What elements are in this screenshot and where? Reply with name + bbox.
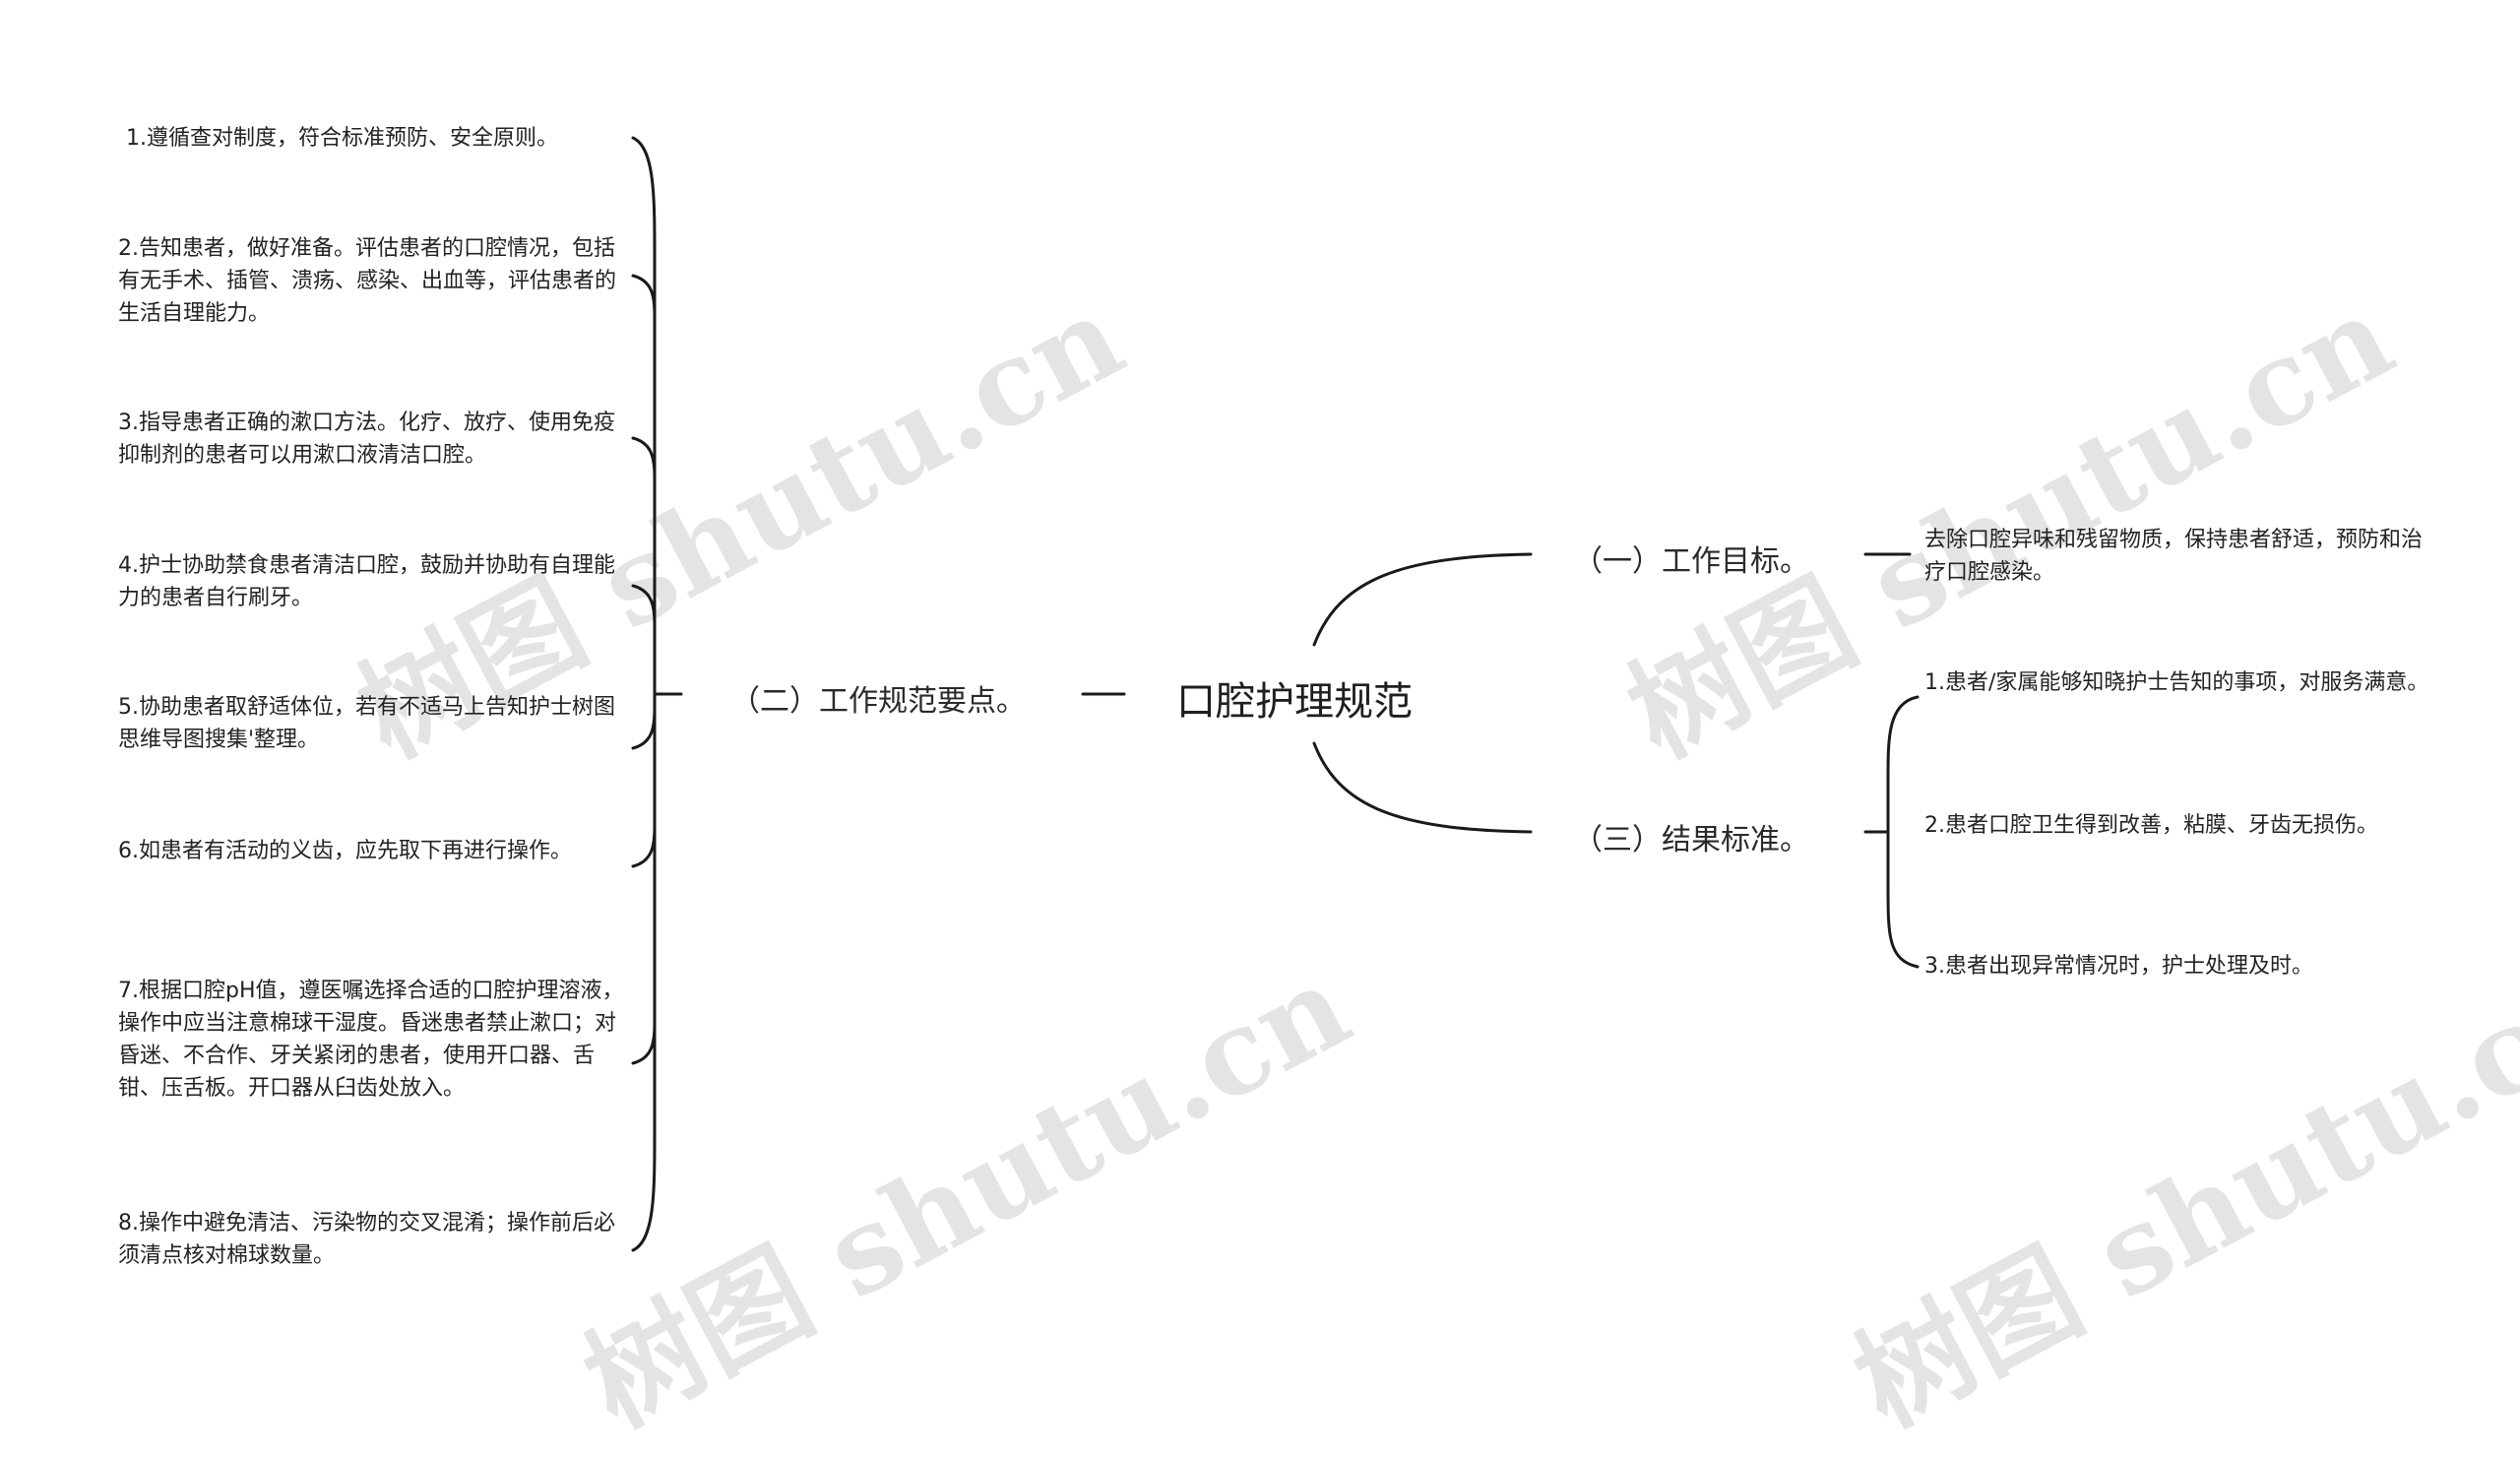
- bracket-points: [631, 136, 657, 1252]
- branch-points[interactable]: （二）工作规范要点。: [730, 684, 1026, 719]
- leaf-points-7[interactable]: 7.根据口腔pH值，遵医嘱选择合适的口腔护理溶液，操作中应当注意棉球干湿度。昏迷…: [118, 979, 624, 1101]
- connector-root-goal: [1312, 552, 1533, 647]
- leaf-goal-1[interactable]: 去除口腔异味和残留物质，保持患者舒适，预防和治疗口腔感染。: [1924, 528, 2424, 585]
- leaf-points-3[interactable]: 3.指导患者正确的漱口方法。化疗、放疗、使用免疫抑制剂的患者可以用漱口液清洁口腔…: [118, 411, 615, 468]
- bracket-tick-7: [631, 1022, 657, 1065]
- bracket-tick-2: [631, 274, 657, 317]
- leaf-result-1[interactable]: 1.患者/家属能够知晓护士告知的事项，对服务满意。: [1924, 670, 2429, 695]
- leaf-result-3[interactable]: 3.患者出现异常情况时，护士处理及时。: [1924, 954, 2313, 979]
- leaf-result-2[interactable]: 2.患者口腔卫生得到改善，粘膜、牙齿无损伤。: [1924, 813, 2378, 838]
- bracket-result: [1886, 695, 1920, 969]
- bracket-tick-4: [631, 584, 657, 627]
- leaf-points-8[interactable]: 8.操作中避免清洁、污染物的交叉混淆；操作前后必须清点核对棉球数量。: [118, 1211, 615, 1268]
- bracket-tick-3: [631, 436, 657, 479]
- branch-result[interactable]: （三）结果标准。: [1573, 823, 1809, 857]
- leaf-points-6[interactable]: 6.如患者有活动的义齿，应先取下再进行操作。: [118, 839, 572, 863]
- mindmap-canvas: 树图 shutu.cn 树图 shutu.cn 树图 shutu.cn 树图 s…: [118, 126, 2520, 1453]
- connector-root-result: [1312, 741, 1533, 834]
- leaf-points-2[interactable]: 2.告知患者，做好准备。评估患者的口腔情况，包括有无手术、插管、溃疡、感染、出血…: [118, 236, 617, 326]
- connector-lines: [631, 136, 1920, 1252]
- leaf-points-4[interactable]: 4.护士协助禁食患者清洁口腔，鼓励并协助有自理能力的患者自行刷牙。: [118, 553, 615, 610]
- leaf-points-5[interactable]: 5.协助患者取舒适体位，若有不适马上告知护士树图思维导图搜集'整理。: [118, 695, 615, 752]
- bracket-tick-6: [631, 825, 657, 868]
- branch-goal[interactable]: （一）工作目标。: [1573, 544, 1809, 579]
- root-node[interactable]: 口腔护理规范: [1176, 679, 1413, 725]
- leaf-points-1[interactable]: 1.遵循查对制度，符合标准预防、安全原则。: [126, 126, 558, 151]
- bracket-tick-5: [631, 707, 657, 750]
